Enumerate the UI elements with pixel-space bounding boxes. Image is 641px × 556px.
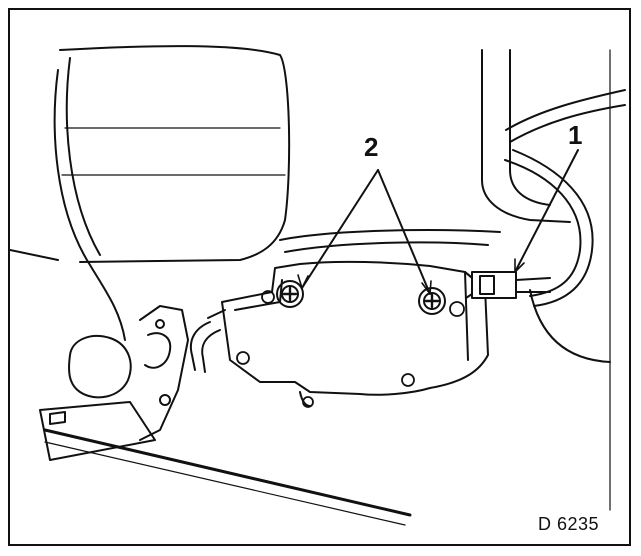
- wiring-harness: [504, 89, 626, 307]
- callout-label-1: 1: [568, 120, 583, 150]
- screw-right: [418, 287, 446, 315]
- electrical-connector: [464, 271, 551, 299]
- callout-leader-lines: [297, 149, 579, 295]
- door-edge-line: [43, 428, 412, 526]
- linkage-rod: [190, 309, 226, 373]
- actuator-housing: [221, 260, 489, 407]
- screw-left: [276, 280, 304, 308]
- lock-mechanism: [39, 305, 189, 461]
- door-panel-outline: [10, 45, 291, 341]
- rivets: [236, 290, 465, 408]
- callout-label-2: 2: [364, 132, 379, 162]
- diagram-frame: 2 1 D 6235: [8, 8, 631, 546]
- figure-code: D 6235: [538, 514, 600, 534]
- actuator-illustration: [10, 45, 626, 526]
